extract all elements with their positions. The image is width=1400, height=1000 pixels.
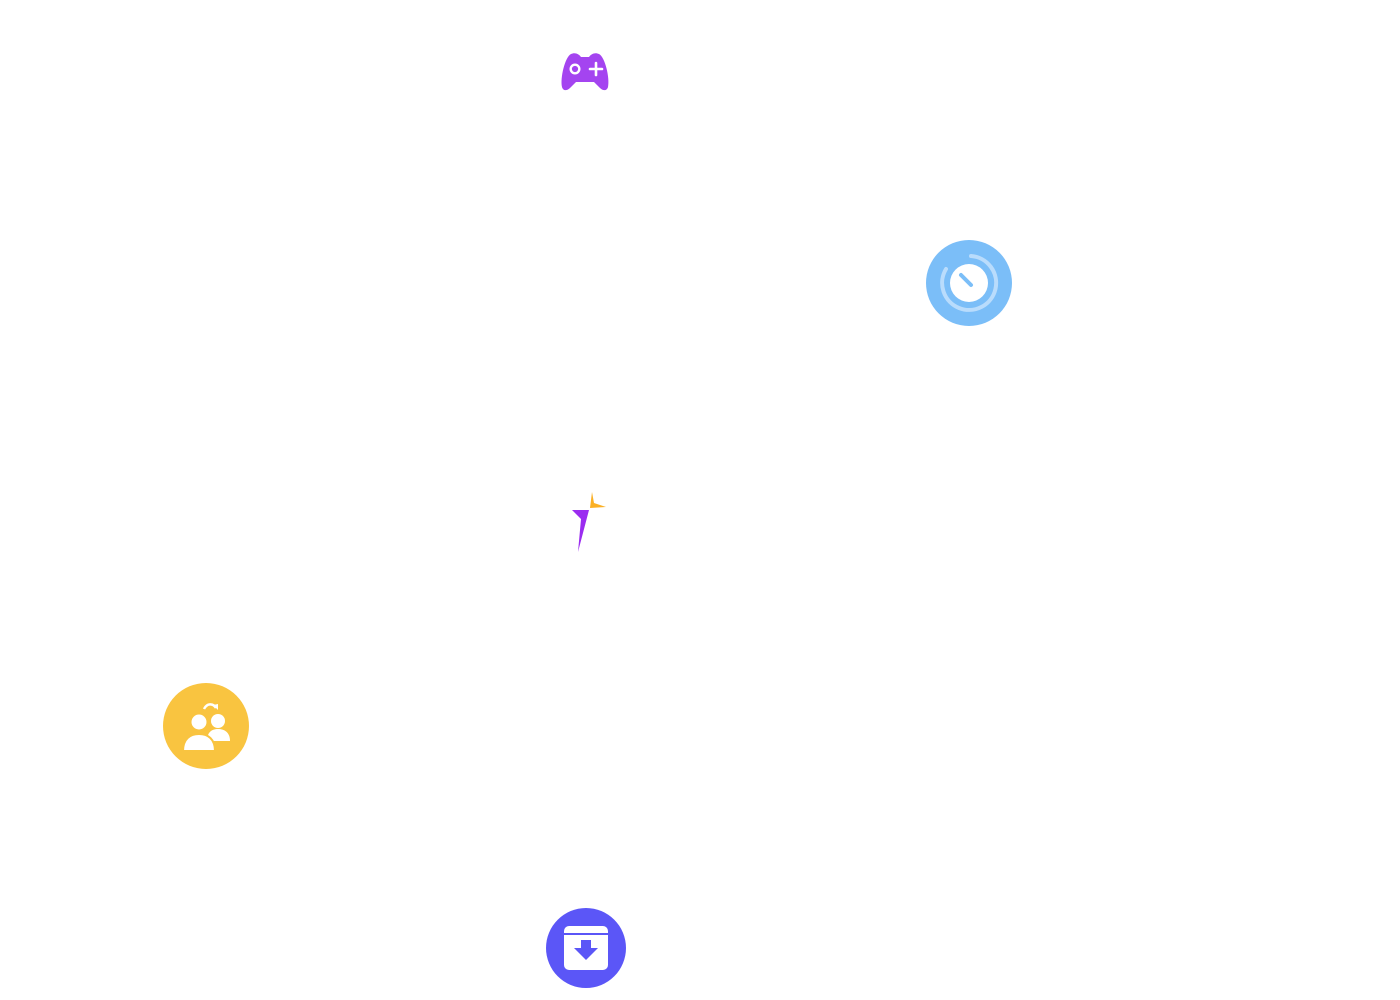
sparkle-icon bbox=[572, 492, 606, 552]
archive-download-icon[interactable] bbox=[546, 908, 626, 988]
stopwatch-icon[interactable] bbox=[926, 240, 1012, 326]
gamepad-icon[interactable] bbox=[559, 50, 611, 92]
users-swap-icon[interactable] bbox=[163, 683, 249, 769]
